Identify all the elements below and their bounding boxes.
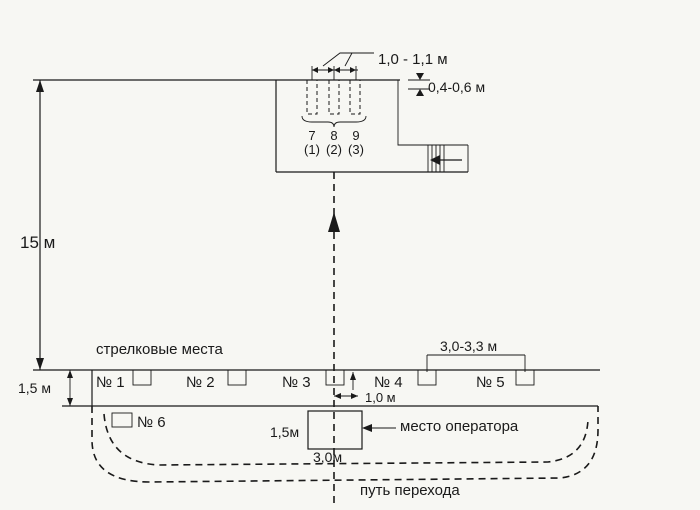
station-5-box <box>515 369 535 386</box>
operator-width-label: 3,0м <box>313 449 342 465</box>
dim-15m-arrow-bottom <box>36 358 44 370</box>
shooter-spacing-label: 3,0-3,3 м <box>440 338 497 354</box>
shelter-arrow-head <box>430 155 440 165</box>
target-8-number: 8 <box>330 128 337 143</box>
target-7 <box>306 79 318 115</box>
operator-leader-arrow <box>362 424 372 432</box>
dim-1m-arrow-left <box>334 393 341 399</box>
dim-1m-arrow-right <box>351 393 358 399</box>
station-6-label: № 6 <box>137 414 166 431</box>
operator-box <box>307 410 363 450</box>
dim-15-small-label: 1,5 м <box>18 380 51 396</box>
dim-15m-label: 15 м <box>20 233 55 252</box>
side-shelter-outline <box>397 80 468 146</box>
target-8 <box>328 79 340 115</box>
top-spacing-leader-2 <box>344 52 353 67</box>
station-1-label: № 1 <box>96 374 125 391</box>
dim-15m-arrow-top <box>36 80 44 92</box>
transition-path-outer <box>91 406 599 483</box>
dim-arrow-1 <box>312 67 318 73</box>
target-offset-label: 0,4-0,6 м <box>428 79 485 95</box>
station-2-box <box>227 369 247 386</box>
dim-15-arrow-bottom <box>67 398 73 406</box>
station-3-box <box>325 369 345 386</box>
station-3-label: № 3 <box>282 374 311 391</box>
offset-arrow-up <box>416 89 424 96</box>
operator-height-label: 1,5м <box>270 424 299 440</box>
station-6-box <box>111 412 133 428</box>
target-9-number: 9 <box>352 128 359 143</box>
station-4-label: № 4 <box>374 374 403 391</box>
dim-15-arrow-top <box>67 370 73 378</box>
target-9 <box>349 79 361 115</box>
firing-direction-arrow <box>328 212 340 232</box>
station-1-box <box>132 369 152 386</box>
station-5-label: № 5 <box>476 374 505 391</box>
shooting-places-label: стрелковые места <box>96 341 223 358</box>
transition-path-inner <box>103 413 589 466</box>
dim-arrow-4 <box>350 67 356 73</box>
top-spacing-leader <box>322 52 374 67</box>
dim-1m-arrow-up <box>350 372 356 380</box>
dim-arrow-3 <box>334 67 340 73</box>
operator-place-label: место оператора <box>400 418 519 435</box>
target-7-number: 7 <box>308 128 315 143</box>
target-7-sub: (1) <box>304 142 320 157</box>
offset-arrow-down <box>416 73 424 80</box>
top-spacing-label: 1,0 - 1,1 м <box>378 51 448 68</box>
targets-brace <box>301 115 367 128</box>
target-9-sub: (3) <box>348 142 364 157</box>
dim-1m-label: 1,0 м <box>365 390 396 405</box>
station-2-label: № 2 <box>186 374 215 391</box>
dim-arrow-2 <box>328 67 334 73</box>
station-4-box <box>417 369 437 386</box>
target-8-sub: (2) <box>326 142 342 157</box>
transition-path-label: путь перехода <box>360 482 460 499</box>
